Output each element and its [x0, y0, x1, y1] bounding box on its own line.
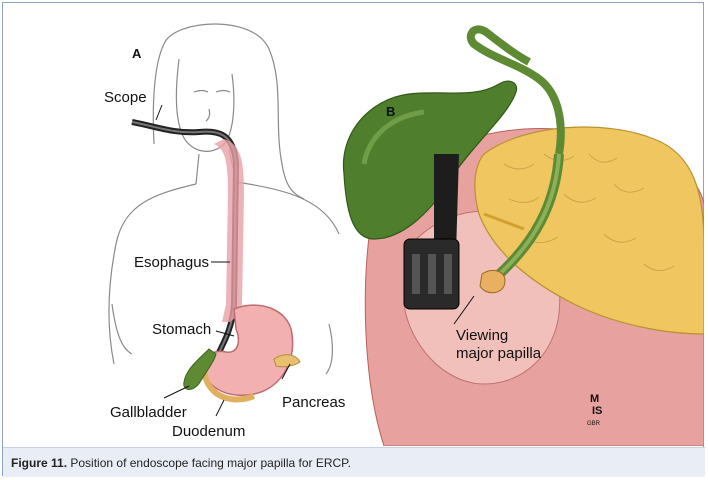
caption-label: Figure 11.: [11, 456, 67, 470]
ercp-illustration: M IS GBR A B Scope Esophagus Stomach Gal…: [4, 4, 704, 446]
label-duodenum: Duodenum: [172, 423, 245, 440]
svg-text:IS: IS: [592, 405, 602, 417]
label-pancreas: Pancreas: [282, 394, 345, 411]
major-papilla: [480, 270, 505, 292]
illustration-svg: M IS GBR A B Scope Esophagus Stomach Gal…: [4, 4, 704, 446]
label-scope: Scope: [104, 89, 147, 106]
esophagus-shape: [214, 139, 244, 322]
svg-text:M: M: [590, 393, 599, 405]
pancreas-shape-small: [274, 355, 300, 367]
panel-b-label: B: [386, 104, 395, 119]
panel-a-label: A: [132, 46, 142, 61]
label-stomach: Stomach: [152, 321, 211, 338]
panel-b-illustration: [343, 29, 704, 446]
label-viewing-line1: Viewing: [456, 327, 508, 344]
label-viewing-line2: major papilla: [456, 345, 542, 362]
label-esophagus: Esophagus: [134, 254, 209, 271]
figure-caption: Figure 11. Position of endoscope facing …: [3, 447, 705, 477]
svg-text:GBR: GBR: [587, 421, 601, 427]
stomach-shape: [203, 305, 292, 395]
label-gallbladder: Gallbladder: [110, 404, 187, 421]
caption-text: Position of endoscope facing major papil…: [67, 456, 351, 470]
